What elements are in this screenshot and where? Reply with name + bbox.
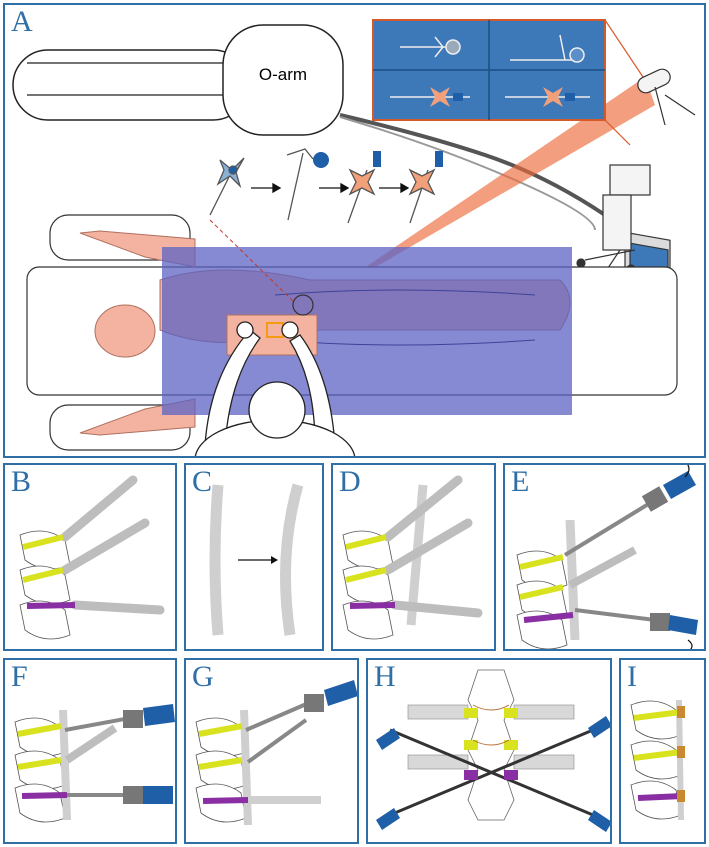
instrument-sequence	[209, 148, 443, 224]
panel-i: I	[619, 658, 706, 844]
panel-label-g: G	[192, 660, 214, 693]
panel-b: B	[3, 463, 177, 651]
reference-frame	[292, 294, 314, 316]
operating-room-scene: O-arm	[12, 19, 696, 456]
panel-h: H	[366, 658, 612, 844]
panel-c: C	[184, 463, 324, 651]
panel-d-illustration	[342, 475, 483, 640]
panel-label-f: F	[11, 660, 28, 693]
panel-label-e: E	[511, 465, 530, 498]
panel-label-a: A	[11, 5, 33, 38]
panel-label-c: C	[192, 465, 213, 498]
panel-c-illustration	[209, 483, 304, 636]
navigation-screen-inset	[372, 19, 646, 146]
panel-e-illustration	[516, 465, 698, 649]
o-arm-label: O-arm	[259, 65, 307, 84]
rotation-arrow-icon	[687, 639, 693, 649]
straight-rod	[209, 484, 224, 636]
panel-label-h: H	[374, 660, 396, 693]
panel-h-illustration	[376, 669, 610, 832]
bent-rod	[280, 483, 304, 636]
panel-b-illustration	[19, 475, 165, 640]
panel-f: F	[3, 658, 177, 844]
panel-label-i: I	[627, 660, 637, 693]
panel-i-illustration	[630, 699, 685, 821]
panel-g: G	[184, 658, 359, 844]
panel-label-d: D	[339, 465, 361, 498]
panel-label-b: B	[11, 465, 32, 498]
panel-d: D	[331, 463, 496, 651]
sequence-arrows	[251, 182, 410, 194]
panel-e: E	[503, 463, 706, 651]
surgeon	[194, 321, 356, 456]
panel-a: A O-arm	[3, 3, 706, 458]
o-arm	[12, 24, 344, 136]
trajectory-line	[209, 219, 296, 304]
rotation-arrow-icon	[684, 465, 690, 478]
o-arm-cable	[339, 113, 607, 217]
bend-arrow-icon	[271, 556, 278, 564]
panel-f-illustration	[14, 704, 175, 823]
panel-g-illustration	[195, 680, 357, 826]
